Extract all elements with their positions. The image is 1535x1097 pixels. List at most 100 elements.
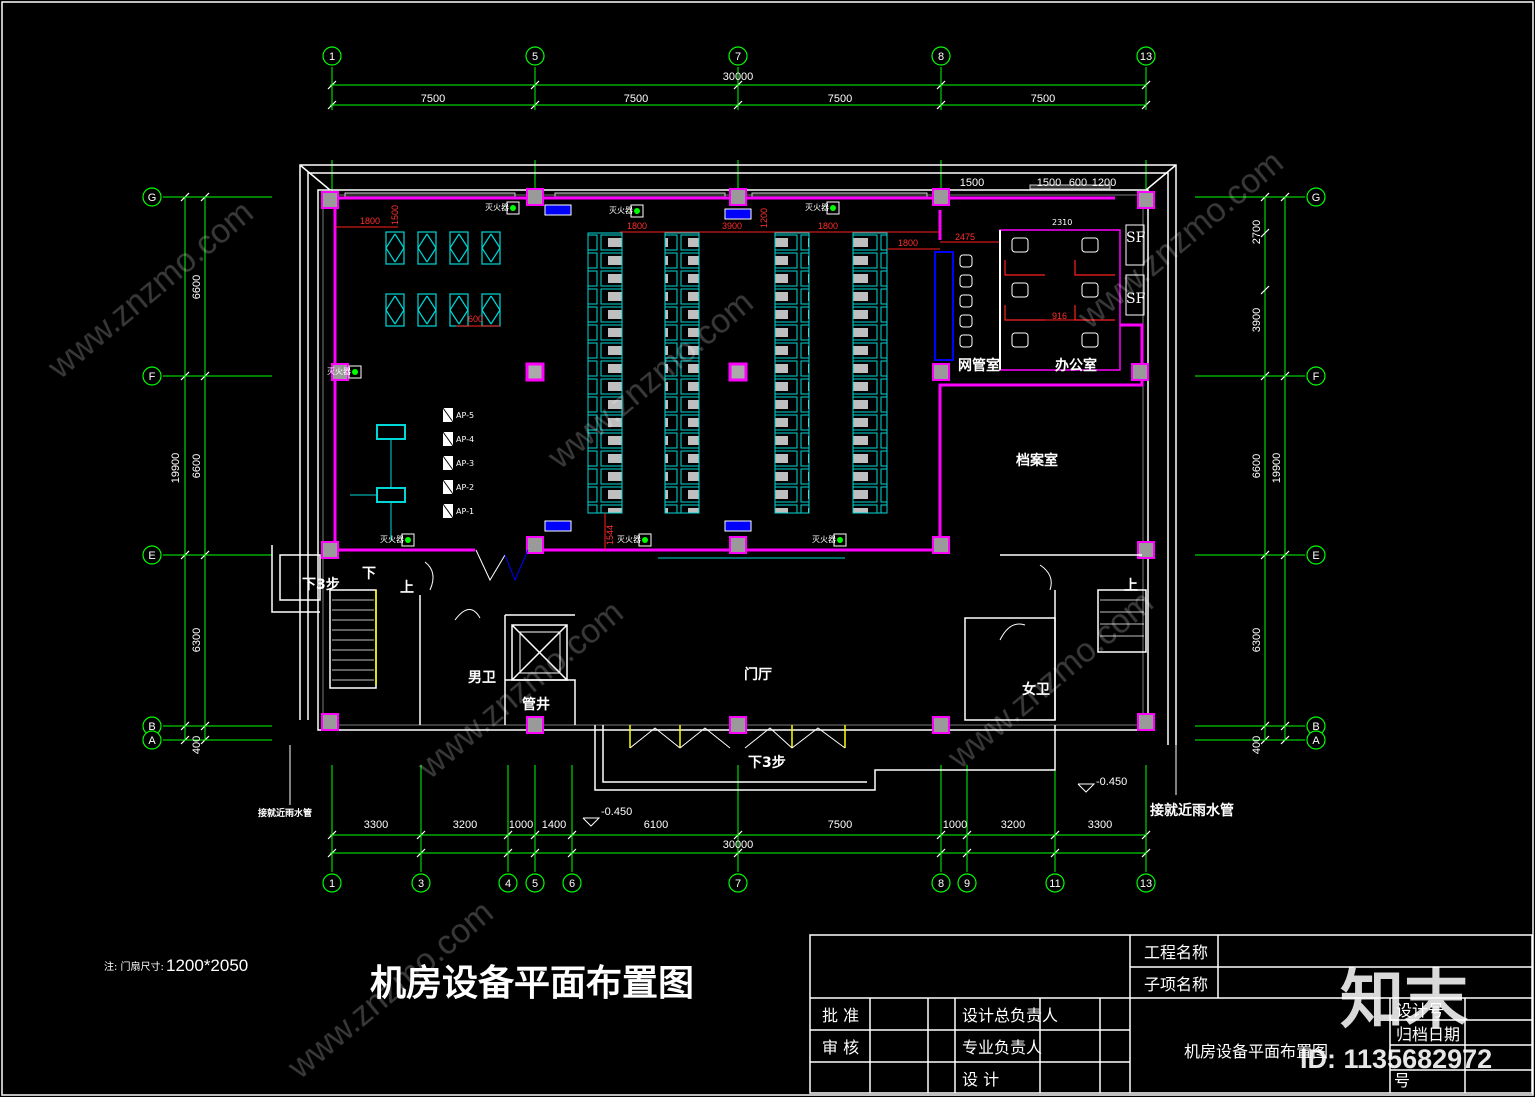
column-19 [728,362,748,382]
dim-upper-right-2: 1500 [1037,177,1061,189]
ap-unit-3: AP-3 [442,455,474,471]
stair-labels: 下3步 下 上 上 下3步 [302,566,1138,771]
tb-design-chief: 设计总负责人 [962,1006,1058,1025]
rainwater-notes: 接就近雨水管 接就近雨水管 [258,745,1234,819]
rack-row-2 [664,232,700,514]
red-dim-5: 1800 [818,221,838,231]
room-pipe-shaft: 管井 [522,696,550,713]
column-8 [932,536,950,554]
dim-top-span-4: 7500 [1031,93,1055,105]
brand-watermark: 知末 ID: 1135682972 [1300,964,1492,1074]
fire-extinguisher-7: 灭火器 [812,533,847,547]
svg-text:7: 7 [735,878,741,890]
column-16 [932,363,950,381]
svg-text:7: 7 [735,51,741,63]
svg-text:G: G [1312,192,1321,204]
axis-bottom-4: 4 [498,873,518,893]
stair-treads [332,599,1144,681]
svg-text:灭火器: 灭火器 [485,203,509,212]
column-10 [321,713,339,731]
axis-left-F: F [142,366,162,386]
svg-text:4: 4 [505,878,511,890]
fire-extinguisher-4: 灭火器 [327,365,362,379]
watermark-url-4: www.znzmo.com [410,593,631,787]
svg-text:6: 6 [569,878,575,890]
network-office-area [934,224,1145,371]
column-13 [932,716,950,734]
entrance-doors [375,590,846,748]
axis-bottom-13: 13 [1136,873,1156,893]
room-office: 办公室 [1055,357,1097,374]
watermark-url-1: www.znzmo.com [40,193,261,387]
tb-review: 审 核 [822,1038,859,1057]
dim-top-total: 30000 [723,71,754,83]
tb-approve: 批 准 [822,1006,859,1025]
dim-bottom-span-3: 1000 [509,819,533,831]
room-lobby: 门厅 [744,666,772,683]
svg-text:AP-5: AP-5 [456,411,474,420]
tb-design: 设 计 [962,1070,999,1089]
watermark-id: ID: 1135682972 [1300,1044,1492,1074]
dimension-lines [184,84,1286,854]
column-4 [1137,191,1155,209]
svg-text:A: A [1312,735,1320,747]
svg-text:5: 5 [532,51,538,63]
fire-extinguisher-3: 灭火器 [805,201,840,215]
red-dim-10: 2310 [1052,218,1072,227]
dim-bottom-span-9: 3300 [1088,819,1112,831]
watermark-url-5: www.znzmo.com [940,583,1161,777]
room-sf-1: SF [1126,230,1146,246]
dim-right-span-4: 6300 [1251,628,1263,652]
title-block [809,934,1533,1094]
tb-sub-name: 子项名称 [1144,975,1208,994]
level-marker-1: -0.450 [601,806,632,818]
axis-bottom-1: 1 [322,873,342,893]
dim-upper-right-1: 1500 [960,177,984,189]
fire-extinguishers: 灭火器灭火器灭火器灭火器灭火器灭火器灭火器 [327,201,847,547]
svg-text:A: A [148,735,156,747]
dim-bottom-span-6: 7500 [828,819,852,831]
column-0 [321,191,339,209]
red-dim-8: 1500 [390,205,400,225]
stair-down-3-front: 下3步 [748,754,786,771]
red-dim-6: 1800 [898,238,918,248]
svg-text:8: 8 [938,878,944,890]
red-dim-11: 600 [468,314,483,324]
door-swings [424,549,1052,749]
red-dim-4: 1200 [759,208,769,228]
axis-right-G: G [1306,187,1326,207]
rack-row-4 [852,232,888,514]
dim-top-span-3: 7500 [828,93,852,105]
column-11 [526,716,544,734]
column-14 [1137,713,1155,731]
axis-bottom-5: 5 [525,873,545,893]
door-size-note: 注: 门扇尺寸: 1200*2050 [104,956,248,975]
fire-extinguisher-6: 灭火器 [617,533,652,547]
rack-row-1 [587,232,623,514]
dim-upper-right-3: 600 [1069,177,1087,189]
dim-left-span-3: 6300 [191,628,203,652]
svg-text:AP-1: AP-1 [456,507,474,516]
rainwater-note-left: 接就近雨水管 [258,807,312,819]
dim-bottom-span-2: 3200 [453,819,477,831]
bottom-dimensions: 3300 3200 1000 1400 6100 7500 1000 3200 … [364,819,1112,851]
stair-down-3-left: 下3步 [302,576,340,593]
axis-top-8: 8 [931,46,951,66]
axis-top-7: 7 [728,46,748,66]
svg-text:灭火器: 灭火器 [812,535,836,544]
tb-no: 号 [1394,1071,1410,1090]
door-size-value: 1200*2050 [166,956,248,975]
axis-bottom-9: 9 [957,873,977,893]
fire-extinguisher-5: 灭火器 [380,533,415,547]
stair-down: 下 [362,566,376,582]
svg-text:5: 5 [532,878,538,890]
room-archive: 档案室 [1016,452,1058,469]
dim-top-span-1: 7500 [421,93,445,105]
svg-text:B: B [1312,721,1319,733]
red-dim-7: 2475 [955,232,975,242]
svg-text:E: E [148,550,155,562]
lower-zone-walls [271,545,1147,791]
dim-left-span-1: 6600 [191,275,203,299]
axis-bottom-8: 8 [931,873,951,893]
dim-left-span-2: 6600 [191,454,203,478]
